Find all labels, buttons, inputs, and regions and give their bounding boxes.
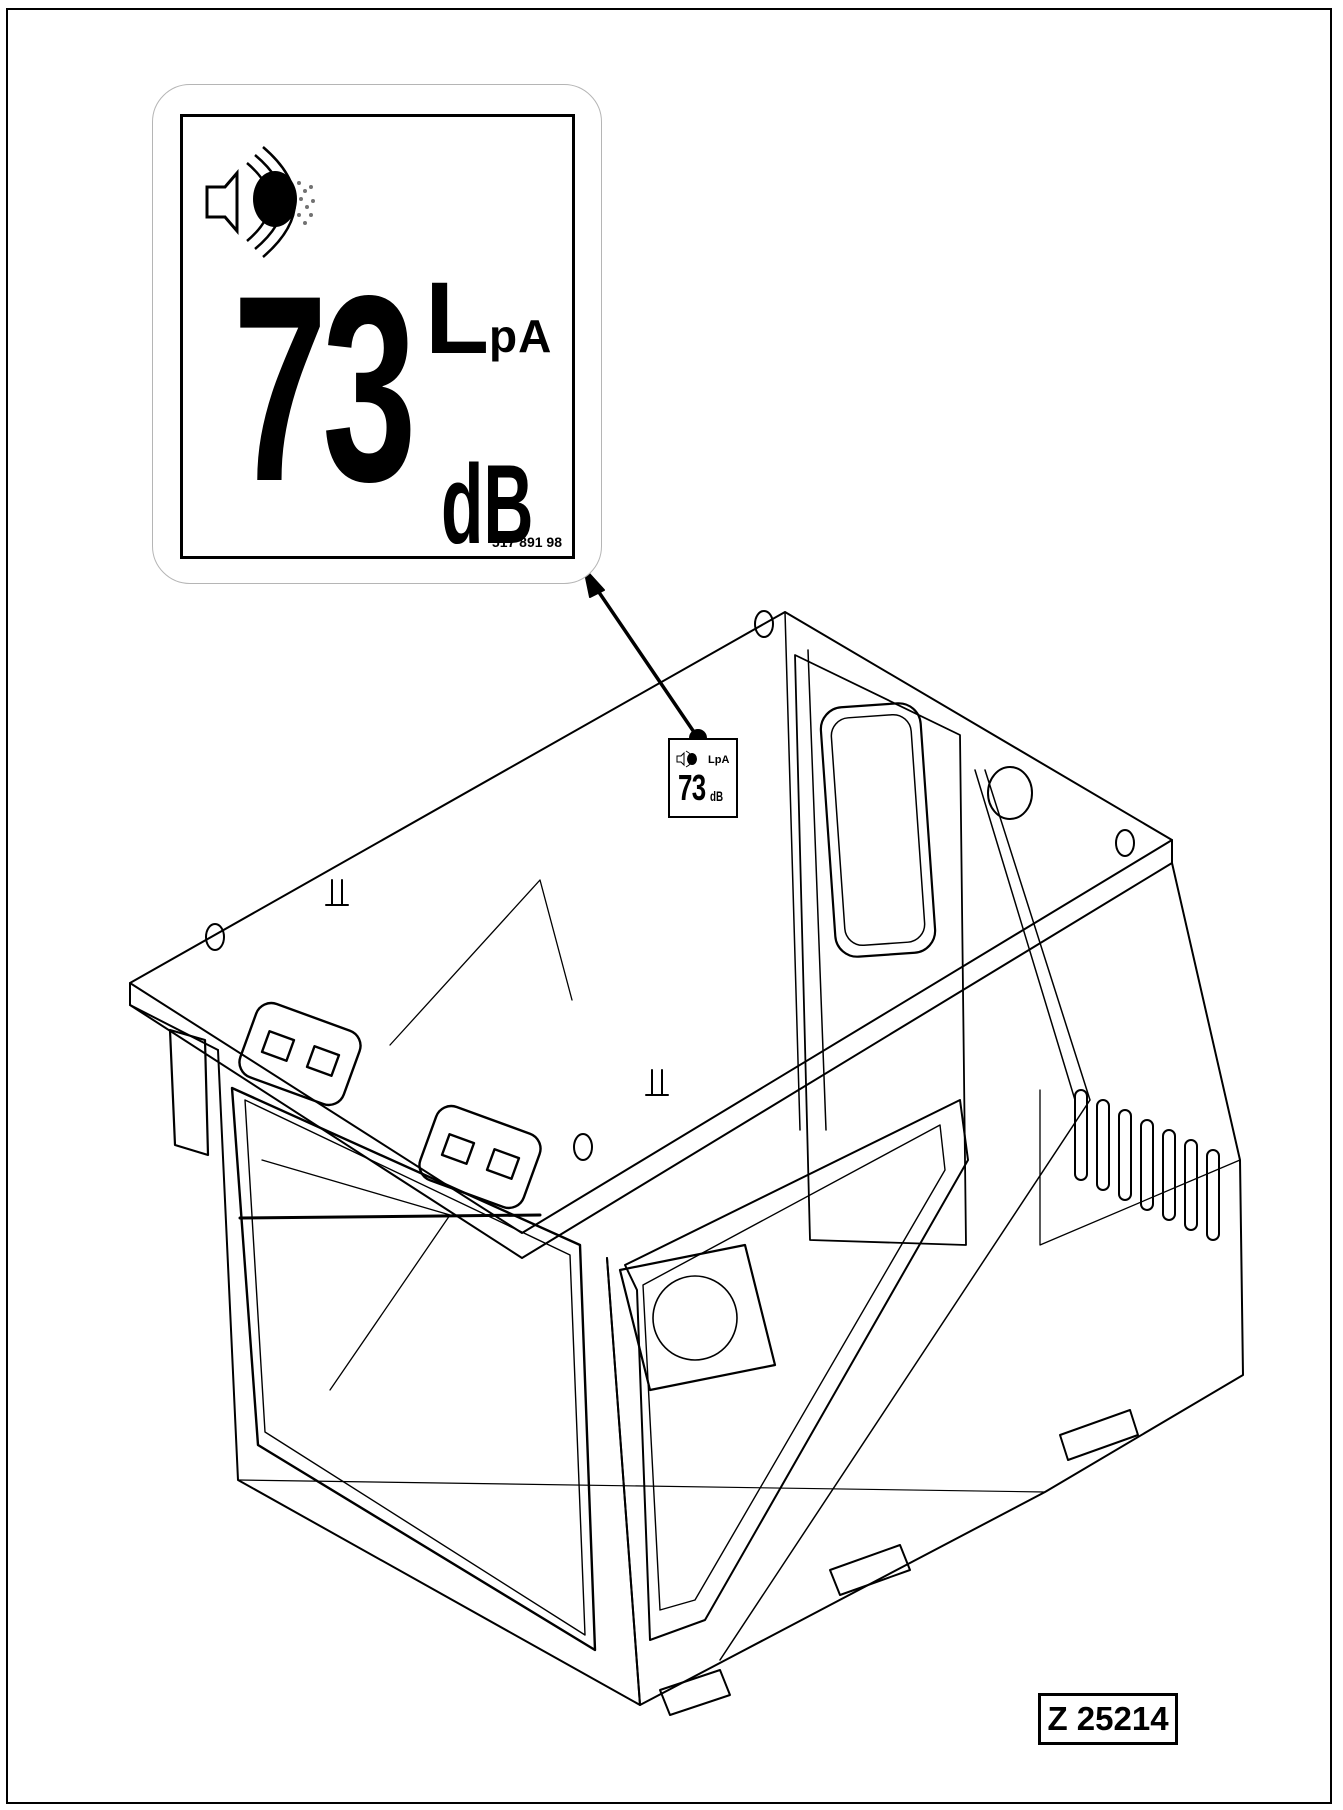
lpa-symbol-subscript: pA [489,310,553,362]
rear-window [819,702,937,958]
lpa-symbol-letter: L [425,261,490,375]
rear-window-inner [830,713,926,947]
cab-floor-back [237,1479,1046,1493]
interior-line-1 [389,879,573,1046]
side-frame-inner [642,1124,946,1611]
cab-left-side [129,1004,219,1051]
roof-lights [238,1001,542,1210]
lifting-eyes [205,610,1135,1161]
fan-housing [618,1243,777,1392]
sound-level-label: L pA 73 dB 517 891 98 [180,114,575,559]
diagonal-brace [719,769,1091,1661]
sound-level-unit: dB [441,442,534,559]
sound-level-value: 73 [233,241,417,537]
page-frame [6,8,1332,1804]
mini-sound-label: LpA 73 dB [668,738,738,818]
roof-pins [325,879,669,1096]
interior-line-3 [1039,1089,1241,1246]
cab-rear-column-2 [807,649,827,1131]
rear-door-frame [794,654,967,1246]
cab-right-wall [606,862,1244,1706]
interior-line-2 [261,1159,451,1391]
front-window-frame [230,1086,597,1652]
diagonal-brace-2 [974,769,1076,1101]
cab-roof [129,611,1173,1234]
wiper-arm [238,1213,542,1220]
mini-lpa-symbol: LpA [708,754,730,766]
mini-sound-value: 73 [678,767,706,808]
label-callout [152,84,602,584]
leader-line [590,580,700,740]
cab-rear-column [784,611,801,1131]
figure-id: Z 25214 [1038,1693,1178,1745]
speaker-sound-icon [205,146,315,258]
cab-roof-thickness [129,839,1173,1259]
mini-speaker-icon [676,750,697,768]
cab-front-wall [217,1049,641,1706]
fan-blades [652,1275,738,1361]
side-mirror [168,1028,210,1157]
front-window-inner [244,1099,586,1636]
mini-sound-unit: dB [710,788,724,804]
leader-arrowhead [583,567,605,598]
side-frame [624,1099,969,1641]
mounting-feet [659,1409,1139,1716]
roof-hatch [987,766,1033,820]
vent-slots [1074,1089,1220,1241]
part-number: 517 891 98 [491,534,562,550]
